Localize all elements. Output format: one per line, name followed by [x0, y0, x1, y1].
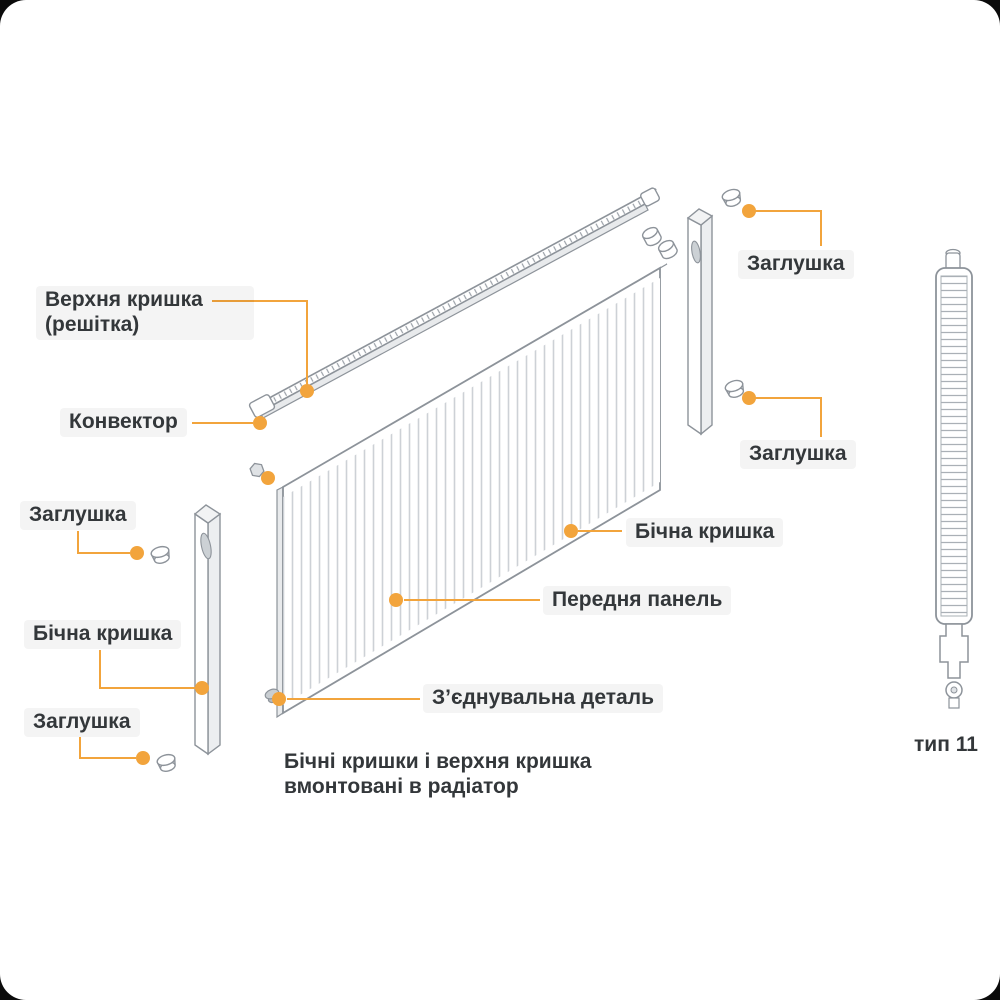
leader-lines	[77, 210, 822, 759]
marker-dot-convector	[253, 416, 267, 430]
marker-dots	[130, 204, 756, 765]
label-plug-top-right: Заглушка	[738, 250, 854, 279]
marker-dot-plug-top-right	[742, 204, 756, 218]
marker-dot-hex-bushing	[261, 471, 275, 485]
marker-dot-front-panel	[389, 593, 403, 607]
label-convector: Конвектор	[60, 408, 187, 437]
leader-plug-top-right	[749, 210, 822, 246]
side-cover-right	[686, 208, 714, 436]
marker-dot-plug-right	[742, 391, 756, 405]
side-cover-right-slot	[691, 240, 701, 264]
label-plug-left: Заглушка	[20, 501, 136, 530]
marker-dot-plug-left	[130, 546, 144, 560]
label-top-cover: Верхня кришка (решітка)	[36, 286, 254, 340]
hex-bushing	[249, 462, 265, 478]
marker-dot-plug-bottom-left	[136, 751, 150, 765]
leader-plug-right	[749, 397, 822, 437]
marker-dot-side-cover-right	[564, 524, 578, 538]
label-side-cover-left: Бічна кришка	[24, 620, 182, 649]
leader-top-cover	[212, 300, 308, 384]
label-connector: З’єднувальна деталь	[423, 684, 663, 713]
plug-cap-top-right	[720, 186, 744, 210]
top-grille	[248, 187, 660, 419]
label-type: тип 11	[914, 733, 978, 756]
label-front-panel: Передня панель	[543, 586, 732, 615]
marker-dot-side-cover-left	[195, 681, 209, 695]
side-profile-type11	[935, 248, 973, 709]
valve-bracket	[939, 623, 969, 679]
label-plug-right: Заглушка	[740, 440, 856, 469]
leader-plug-bottom-left	[79, 737, 136, 759]
plug-cap-left	[149, 544, 173, 566]
label-plug-bottom-left: Заглушка	[24, 708, 140, 737]
connection-bosses	[641, 226, 678, 260]
leader-side-cover-left	[99, 650, 195, 689]
marker-dot-top-cover	[300, 384, 314, 398]
side-cover-left-slot	[200, 532, 212, 560]
plug-cap-bottom-left	[155, 752, 179, 774]
grille-end-cap-right	[640, 187, 660, 207]
front-panel	[276, 263, 668, 719]
marker-dot-connector	[272, 692, 286, 706]
note-mounted-parts: Бічні кришки і верхня кришка вмонтовані …	[284, 750, 592, 798]
grille-end-cap-left	[248, 394, 276, 418]
leader-plug-left	[77, 531, 130, 554]
side-cover-left	[193, 504, 222, 756]
label-side-cover-right: Бічна кришка	[626, 518, 784, 547]
